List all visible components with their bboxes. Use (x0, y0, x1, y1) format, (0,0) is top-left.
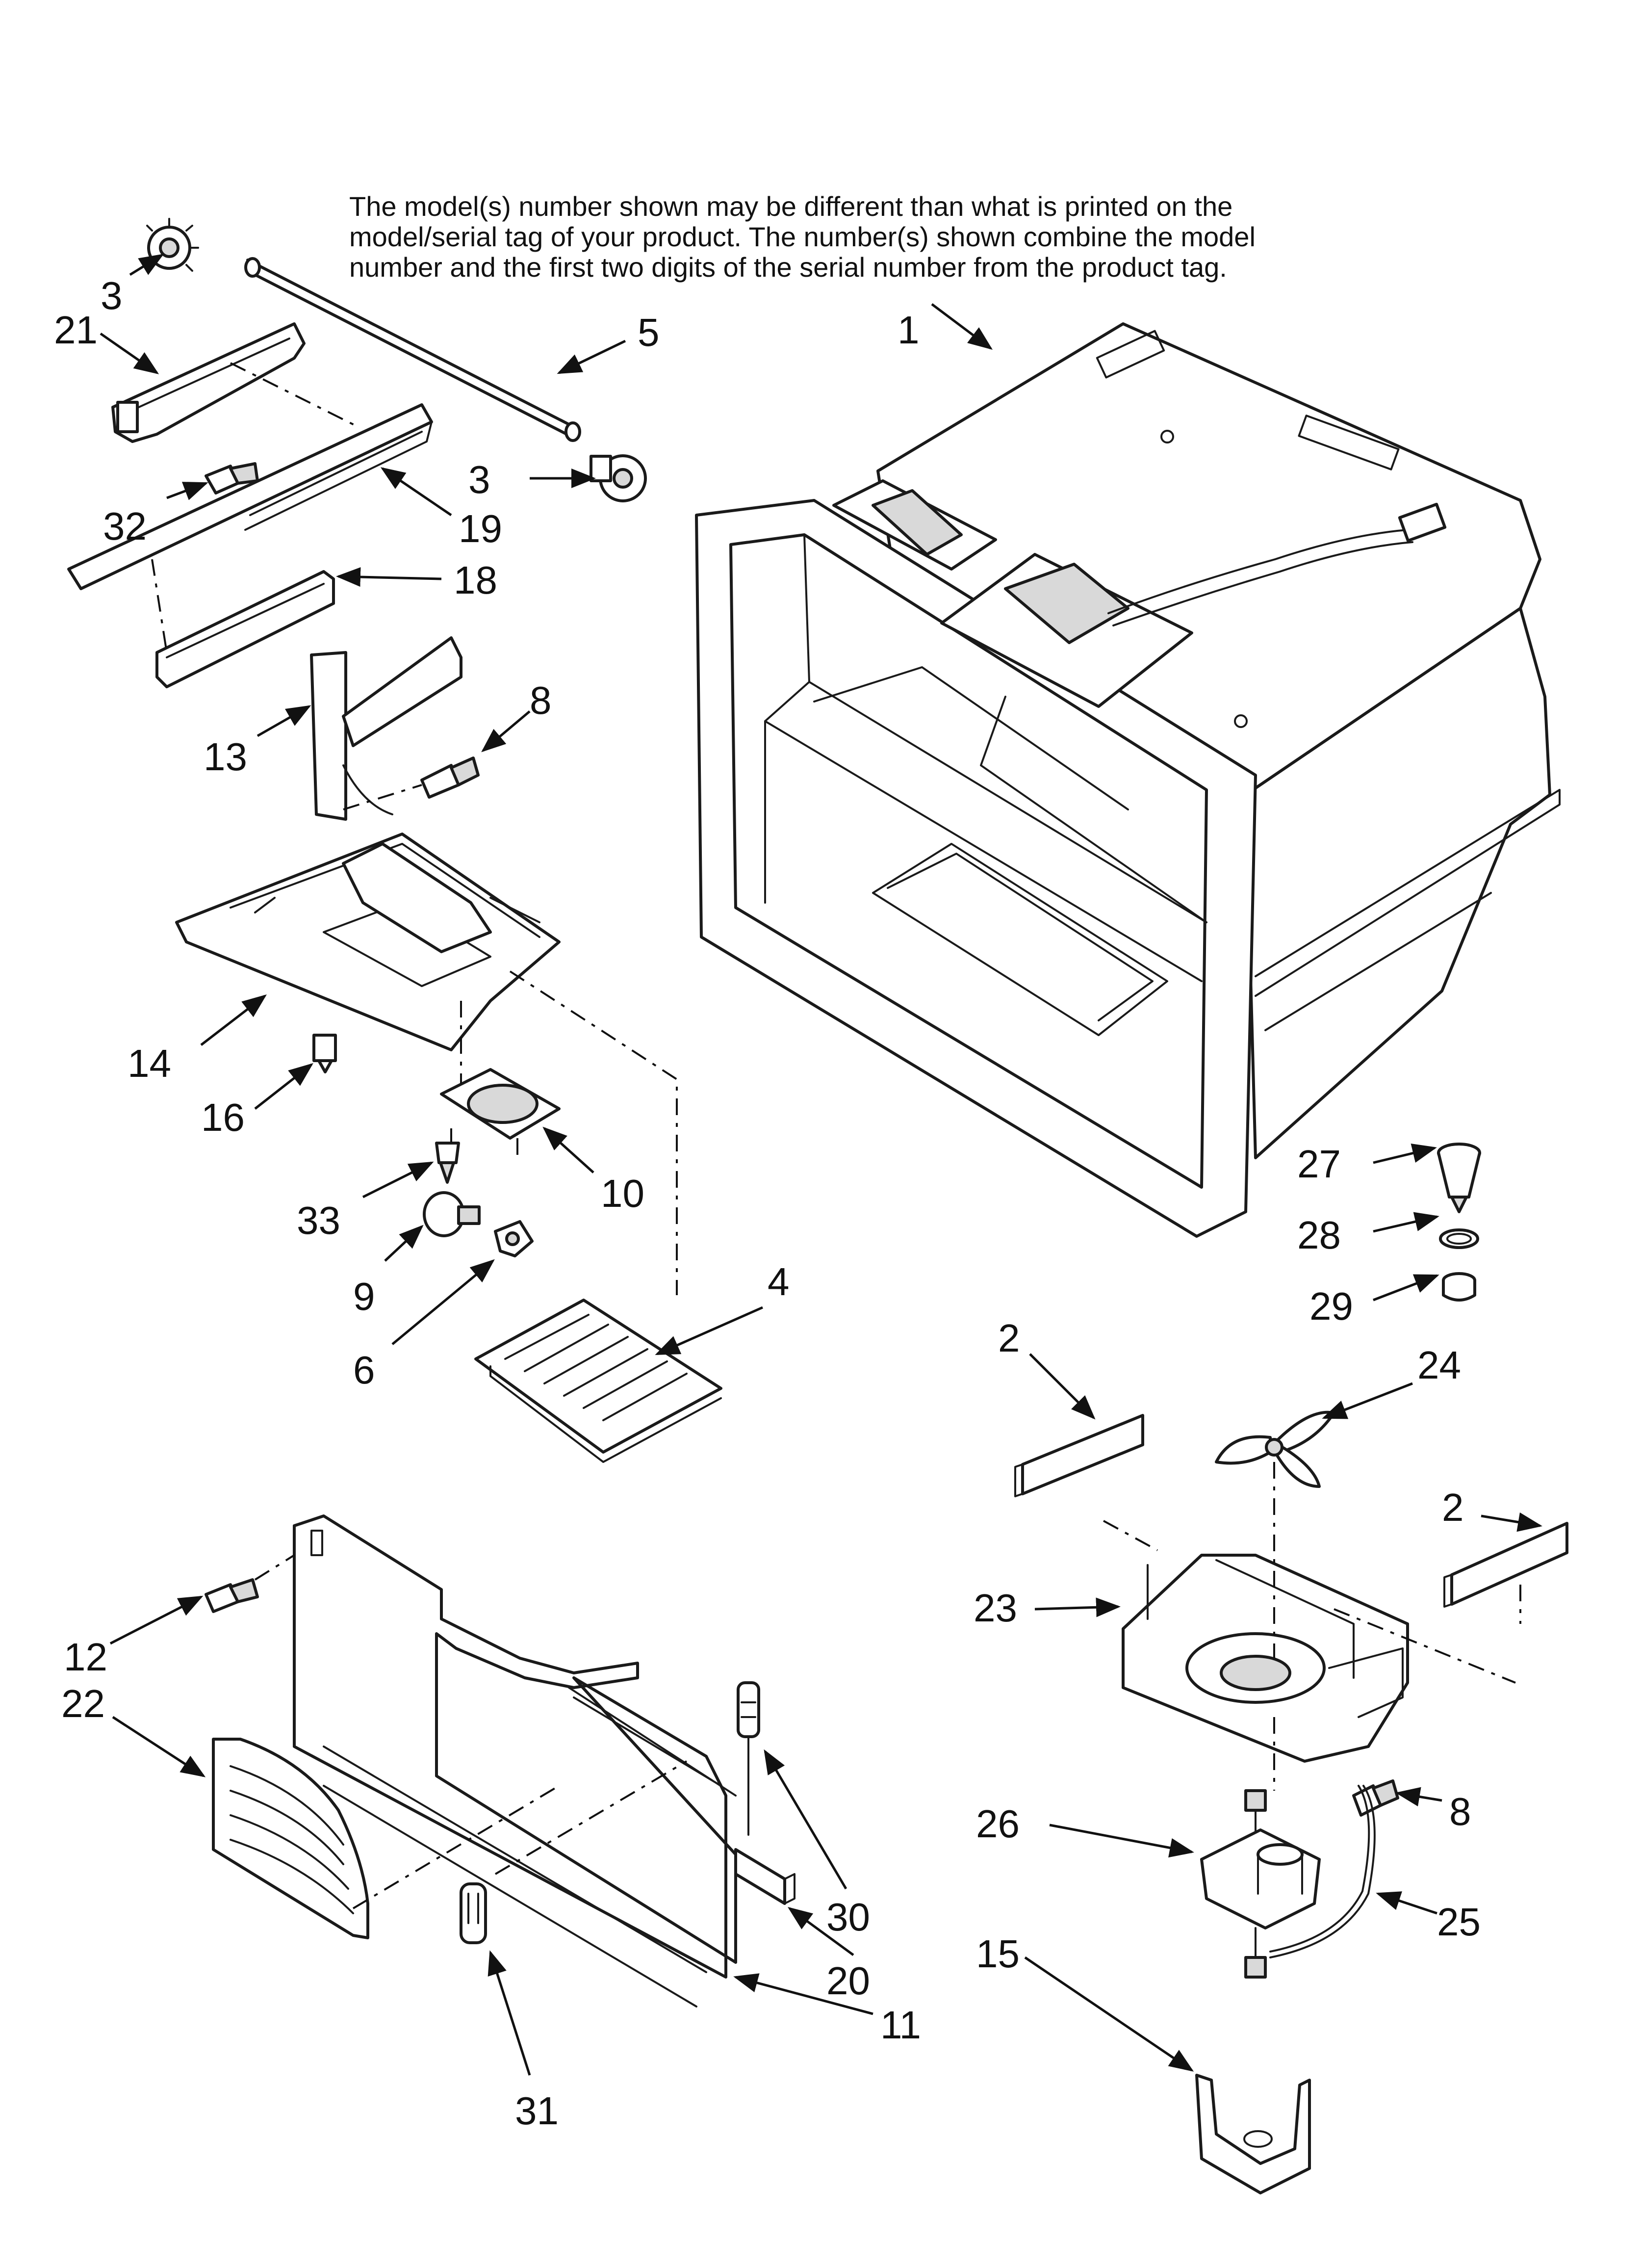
part-4-heater-tray (474, 1299, 722, 1463)
part-24-fan-blade (1215, 1410, 1335, 1488)
callout-26: 26 (976, 1802, 1020, 1846)
note-line-3: number and the first two digits of the s… (349, 252, 1227, 283)
note-line-1: The model(s) number shown may be differe… (349, 191, 1232, 222)
callout-23: 23 (974, 1586, 1017, 1630)
callout-10: 10 (601, 1172, 644, 1215)
part-13-duct-bracket (310, 636, 462, 821)
callout-16: 16 (201, 1095, 245, 1139)
part-30-thermistor (737, 1681, 760, 1836)
part-16-connector (312, 1034, 337, 1073)
part-21-slide-housing (111, 322, 306, 443)
callout-labels: 3 21 5 3 32 19 18 13 8 14 16 10 33 9 6 4… (54, 274, 1481, 2133)
callout-15: 15 (976, 1932, 1020, 1976)
part-19-slide-rail (67, 403, 433, 590)
part-5-shaft (244, 257, 581, 442)
callout-21: 21 (54, 308, 98, 352)
callout-31: 31 (515, 2089, 559, 2133)
part-26-fan-motor (1200, 1789, 1321, 1979)
callout-11: 11 (880, 2003, 921, 2047)
callout-32: 32 (103, 504, 147, 548)
part-3-gear-lower (590, 454, 647, 502)
callout-22: 22 (61, 1682, 105, 1725)
callout-4: 4 (768, 1260, 790, 1303)
callout-28: 28 (1297, 1213, 1341, 1257)
part-20-foam-strip (734, 1848, 795, 1905)
note-line-2: model/serial tag of your product. The nu… (349, 221, 1256, 252)
callout-18: 18 (454, 558, 497, 602)
part-25-wire-harness (1269, 1785, 1376, 1958)
part-23-fan-shroud (1122, 1554, 1409, 1763)
part-31-clip (460, 1882, 487, 1944)
callout-9: 9 (353, 1275, 375, 1318)
part-11-duct-panel (293, 1514, 737, 2007)
callout-12: 12 (64, 1635, 107, 1679)
assembly-lines (151, 362, 1521, 1909)
part-28-ring (1439, 1228, 1479, 1249)
callout-24: 24 (1417, 1343, 1461, 1387)
part-8-screw-upper (420, 756, 480, 799)
part-8-screw-lower (1352, 1779, 1399, 1817)
part-1-freezer-liner (695, 322, 1561, 1238)
callout-33: 33 (297, 1199, 340, 1242)
callout-20: 20 (826, 1959, 870, 2003)
callout-13: 13 (204, 735, 247, 779)
part-33-screw (435, 1142, 460, 1184)
callout-25: 25 (1437, 1900, 1481, 1944)
callout-3-lower: 3 (468, 458, 490, 501)
callout-3-upper: 3 (101, 274, 123, 317)
part-22-grille (212, 1738, 369, 1939)
part-10-light-housing (440, 1068, 561, 1140)
part-9-light-bulb (423, 1191, 481, 1237)
model-number-note: The model(s) number shown may be differe… (349, 191, 1256, 283)
part-2-foam-left (1014, 1414, 1144, 1497)
part-3-gear-upper (146, 218, 199, 272)
callout-29: 29 (1309, 1284, 1353, 1328)
callout-8-upper: 8 (530, 678, 552, 722)
part-18-rail-bracket (155, 570, 335, 688)
part-14-tray (175, 833, 561, 1051)
part-15-motor-bracket (1195, 2074, 1311, 2194)
part-29-grommet (1442, 1272, 1476, 1302)
callout-5: 5 (638, 311, 660, 354)
part-6-light-socket (494, 1220, 534, 1257)
leader-arrows (100, 254, 1542, 2076)
part-27-cap (1437, 1143, 1481, 1213)
callout-2-right: 2 (1442, 1486, 1464, 1529)
part-12-screw (205, 1578, 259, 1613)
callout-14: 14 (128, 1042, 171, 1085)
callout-27: 27 (1297, 1142, 1341, 1186)
callout-30: 30 (826, 1895, 870, 1939)
callout-6: 6 (353, 1348, 375, 1392)
callout-1: 1 (898, 308, 920, 352)
callout-19: 19 (459, 507, 502, 550)
callout-8-lower: 8 (1449, 1790, 1471, 1833)
part-2-foam-right (1443, 1522, 1568, 1608)
callout-2-left: 2 (998, 1316, 1020, 1360)
